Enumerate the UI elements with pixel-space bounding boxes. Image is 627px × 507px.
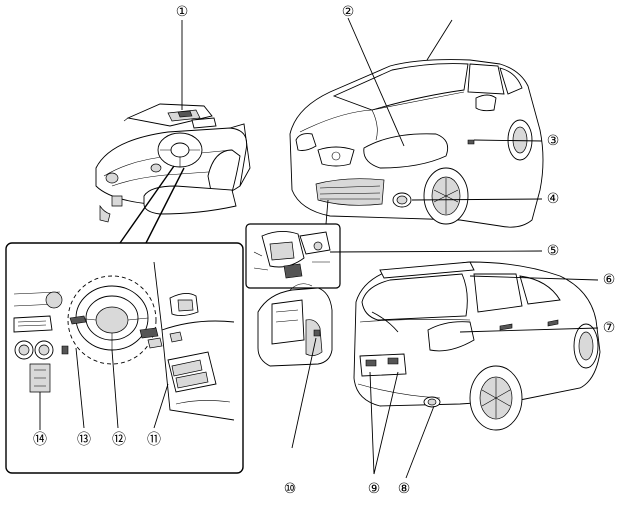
callout-numbers: ① ② ③ ④ ⑤ ⑥ ⑦ ⑧ ⑨ ⑩ ⑪ ⑫ ⑬ ⑭: [33, 4, 615, 497]
callout-8: ⑧: [398, 481, 411, 497]
callout-13: ⑬: [77, 432, 91, 448]
callout-5: ⑤: [547, 243, 560, 259]
callout-2: ②: [342, 4, 355, 20]
leader-9: [369, 371, 399, 475]
callout-4: ④: [547, 191, 560, 207]
callout-7: ⑦: [603, 320, 616, 336]
leader-3: [473, 139, 543, 142]
callout-11: ⑪: [147, 432, 161, 448]
callout-3: ③: [547, 133, 560, 149]
car-rear-illustration: [353, 261, 601, 431]
leader-8: [405, 405, 435, 479]
dashboard-interior-illustration: [95, 103, 251, 223]
leader-6: [469, 275, 599, 281]
interior-detail-inset: [5, 165, 244, 474]
callout-14: ⑭: [33, 432, 47, 448]
callout-9: ⑨: [368, 481, 381, 497]
leader-lines: [181, 17, 599, 479]
cargo-area-illustration: [257, 283, 333, 449]
callout-12: ⑫: [112, 432, 126, 448]
callout-6: ⑥: [603, 272, 616, 288]
leader-7: [459, 327, 599, 333]
leader-2: [347, 17, 405, 147]
car-front-illustration: [289, 19, 544, 228]
hood-latch-inset: [245, 199, 341, 289]
leader-5: [329, 250, 543, 253]
callout-1: ①: [176, 4, 189, 20]
callout-10: ⑩: [284, 481, 297, 497]
leader-4: [411, 198, 543, 201]
